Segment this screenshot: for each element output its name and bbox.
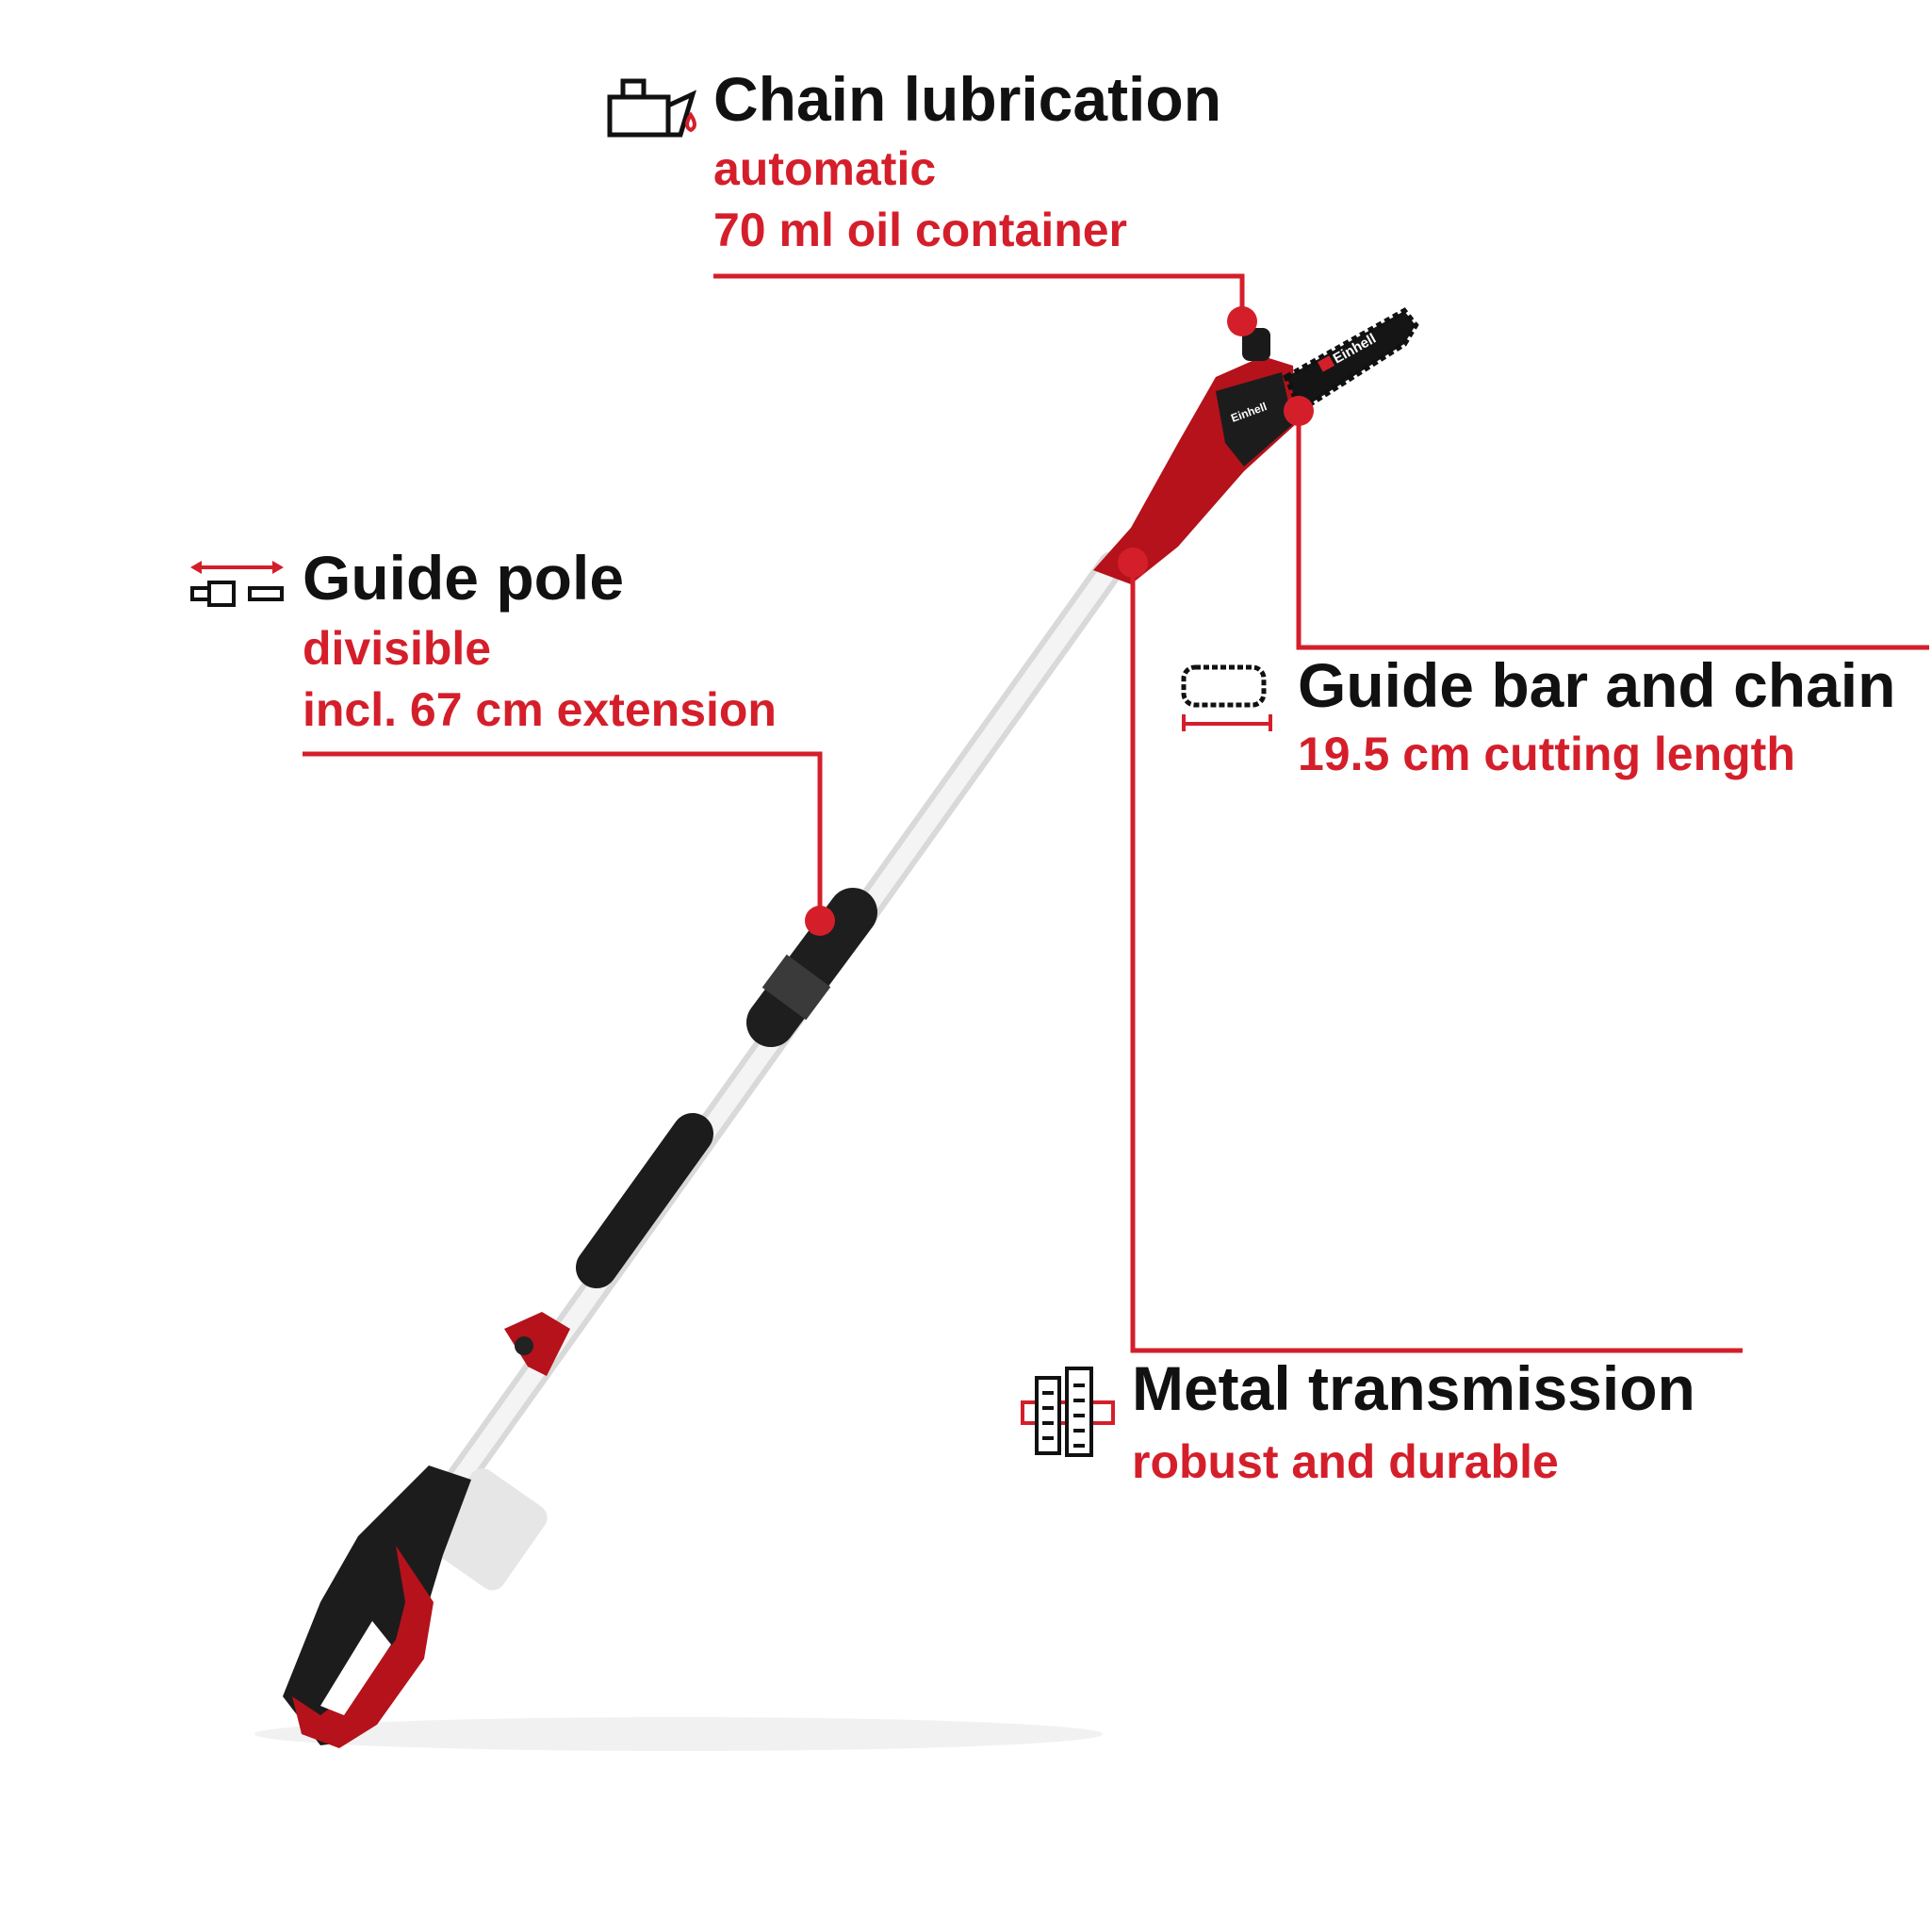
oil-tank-cap: [1242, 328, 1270, 361]
callout-line-metal-transmission: [1130, 563, 1743, 1353]
callout-dot-metal-transmission: [1118, 548, 1148, 578]
callout-dot-chain-lubrication: [1227, 306, 1257, 336]
pole-coupler: [746, 888, 877, 1047]
feature-title: Guide pole: [303, 543, 624, 613]
callout-line-guide-bar: [1296, 411, 1929, 650]
feature-detail: 70 ml oil container: [713, 204, 1127, 256]
feature-title: Guide bar and chain: [1298, 650, 1895, 720]
guide-bar-chain: [1283, 307, 1419, 415]
feature-guide-pole: Guide pole divisible incl. 67 cm extensi…: [303, 543, 777, 736]
gearbox-icon: [1021, 1367, 1115, 1457]
feature-metal-transmission: Metal transmission robust and durable: [1132, 1353, 1695, 1488]
feature-detail: divisible: [303, 622, 491, 675]
feature-detail: incl. 67 cm extension: [303, 683, 777, 736]
rear-handle: [283, 1465, 471, 1745]
oil-can-icon: [607, 78, 697, 138]
floor-shadow: [254, 1717, 1103, 1751]
foam-grip: [576, 1113, 713, 1288]
callout-dot-guide-bar: [1284, 396, 1314, 426]
callout-dot-guide-pole: [805, 906, 835, 936]
brand-logo-mark: [1317, 355, 1335, 372]
feature-detail: automatic: [713, 142, 936, 195]
feature-title: Chain lubrication: [713, 64, 1221, 134]
feature-title: Metal transmission: [1132, 1353, 1695, 1423]
callout-line-chain-lubrication: [713, 273, 1245, 321]
feature-guide-bar-and-chain: Guide bar and chain 19.5 cm cutting leng…: [1298, 650, 1895, 780]
shoulder-strap-clamp: [504, 1312, 570, 1376]
feature-detail: robust and durable: [1132, 1435, 1559, 1488]
feature-detail: 19.5 cm cutting length: [1298, 728, 1795, 780]
callout-line-guide-pole: [303, 751, 823, 921]
chain-bar-icon: [1181, 664, 1272, 731]
feature-chain-lubrication: Chain lubrication automatic 70 ml oil co…: [713, 64, 1221, 256]
callout-lines: [303, 273, 1929, 1353]
pole-saw-product-image: Einhell Einhell: [283, 307, 1419, 1748]
telescopic-pole-icon: [190, 561, 284, 607]
